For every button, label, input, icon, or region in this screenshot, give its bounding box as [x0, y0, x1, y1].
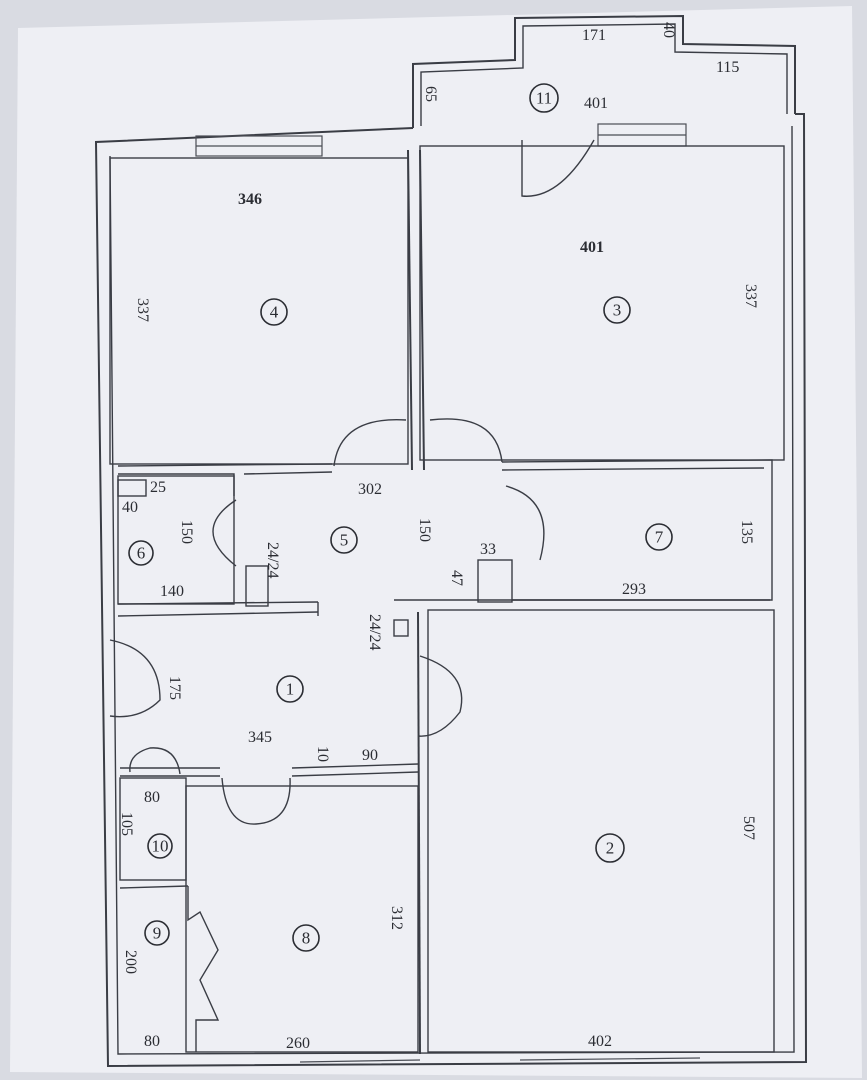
- dim-shaft-right: 24/24: [366, 614, 383, 650]
- dim-corridor-width: 345: [248, 729, 272, 746]
- dim-room-6-width: 140: [160, 583, 184, 600]
- dim-shaft-width: 33: [480, 541, 496, 558]
- room-3-marker: 3: [603, 296, 631, 324]
- room-3-walls: [419, 145, 785, 461]
- door-swing-room-4: [333, 419, 407, 467]
- dim-hall-width: 302: [358, 481, 382, 498]
- dim-room-9-height: 200: [122, 950, 139, 974]
- room-8-number: 8: [302, 929, 311, 948]
- dim-room-7-width: 293: [622, 581, 646, 598]
- balcony-door-swing: [521, 139, 595, 197]
- dim-niche-width: 40: [122, 499, 138, 516]
- room-10-number: 10: [152, 837, 169, 856]
- room-9-marker: 9: [144, 920, 170, 946]
- room-4-marker: 4: [260, 298, 288, 326]
- room-2-number: 2: [606, 839, 615, 858]
- room-1-number: 1: [286, 680, 295, 699]
- dim-balcony-top: 171: [582, 27, 606, 44]
- room-5-marker: 5: [330, 526, 358, 554]
- room-7-marker: 7: [645, 523, 673, 551]
- dim-corridor-end: 90: [362, 747, 378, 764]
- dim-room-2-height: 507: [740, 816, 757, 840]
- dim-balcony-step: 40: [660, 22, 677, 38]
- room-2-west-wall: [417, 611, 421, 1055]
- dim-shaft-left: 24/24: [264, 542, 281, 578]
- room-2-walls: [427, 609, 775, 1053]
- room-7-number: 7: [655, 528, 664, 547]
- dim-room-6-height: 150: [178, 520, 195, 544]
- dim-room-8-height: 312: [388, 906, 405, 930]
- dim-room-8-width: 260: [286, 1035, 310, 1052]
- dim-room-4-height: 337: [134, 298, 151, 322]
- dim-room-3-height: 337: [742, 284, 759, 308]
- room-4-number: 4: [270, 303, 279, 322]
- dim-room-2-width: 402: [588, 1033, 612, 1050]
- dim-balcony-right: 115: [716, 59, 739, 76]
- partition-wall-2: [419, 149, 425, 471]
- dim-room-4-width: 346: [238, 191, 262, 208]
- dim-corridor-step: 10: [314, 746, 331, 762]
- dim-room-3-width: 401: [580, 239, 604, 256]
- room-8-marker: 8: [292, 924, 320, 952]
- dim-room-10-width: 80: [144, 789, 160, 806]
- dim-niche-small: 25: [150, 479, 166, 496]
- paper-sheet: [10, 6, 862, 1078]
- dim-room-7-height: 135: [738, 520, 755, 544]
- bottom-windows: [299, 1057, 701, 1063]
- dim-shaft-depth: 47: [448, 570, 465, 586]
- room-10-marker: 10: [147, 833, 173, 859]
- partition-wall: [407, 149, 413, 471]
- room-5-number: 5: [340, 531, 349, 550]
- dim-room-9-width: 80: [144, 1033, 160, 1050]
- dim-room-10-height: 105: [118, 812, 135, 836]
- room-2-marker: 2: [595, 833, 625, 863]
- room-9-number: 9: [153, 924, 162, 943]
- door-swing-room-3: [429, 418, 503, 463]
- room-6-marker: 6: [128, 540, 154, 566]
- room-1-marker: 1: [276, 675, 304, 703]
- dim-balcony-left: 65: [422, 86, 439, 102]
- room-3-number: 3: [613, 301, 622, 320]
- exterior-walls: [94, 113, 808, 1068]
- dim-corridor-height: 175: [166, 676, 183, 700]
- balcony-outline: [412, 14, 796, 128]
- dim-hall-depth: 150: [416, 518, 433, 542]
- room-11-number: 11: [536, 89, 552, 108]
- room-11-marker: 11: [529, 83, 559, 113]
- bathroom-walls: [119, 777, 419, 1053]
- dim-balcony-width: 401: [584, 95, 608, 112]
- room-6-number: 6: [137, 544, 146, 563]
- corridor-walls: [109, 619, 463, 825]
